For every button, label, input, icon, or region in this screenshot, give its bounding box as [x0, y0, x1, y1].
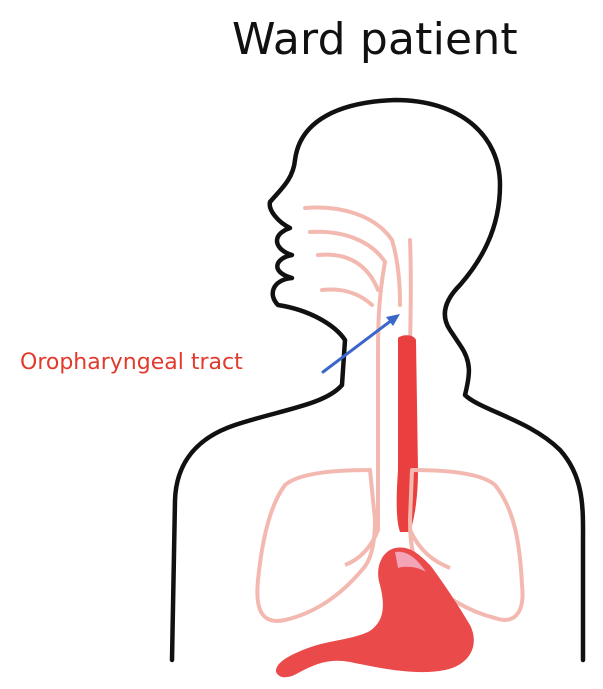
- esophagus: [397, 335, 418, 532]
- annotation-arrow: [323, 314, 400, 372]
- oral-nasal-passages: [305, 207, 400, 305]
